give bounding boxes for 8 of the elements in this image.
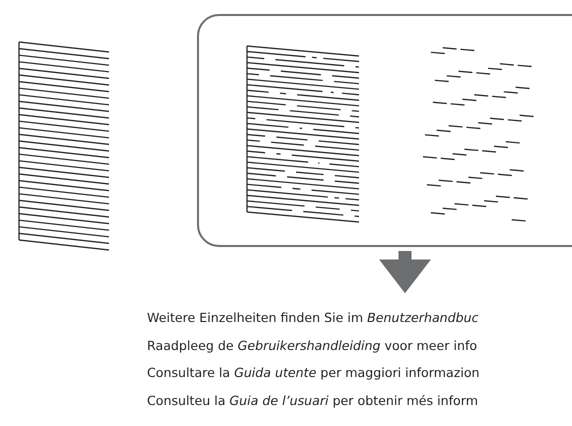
rounded-panel: [197, 14, 572, 247]
instruction-text: Weitere Einzelheiten finden Sie im Benutzerhandbuc: [147, 309, 480, 327]
down-arrow: [379, 251, 431, 294]
broken-pattern-drawing: [246, 44, 360, 224]
instruction-text: Consultare la Guida utente per maggiori informazion: [147, 364, 480, 382]
instruction-text: Consulteu la Guia de l’usuari per obtenir més inform: [147, 392, 479, 410]
nozzle-check-pattern-drawing: [18, 40, 110, 252]
instruction-text: Raadpleeg de Gebruikershandleiding voor meer info: [147, 336, 478, 355]
